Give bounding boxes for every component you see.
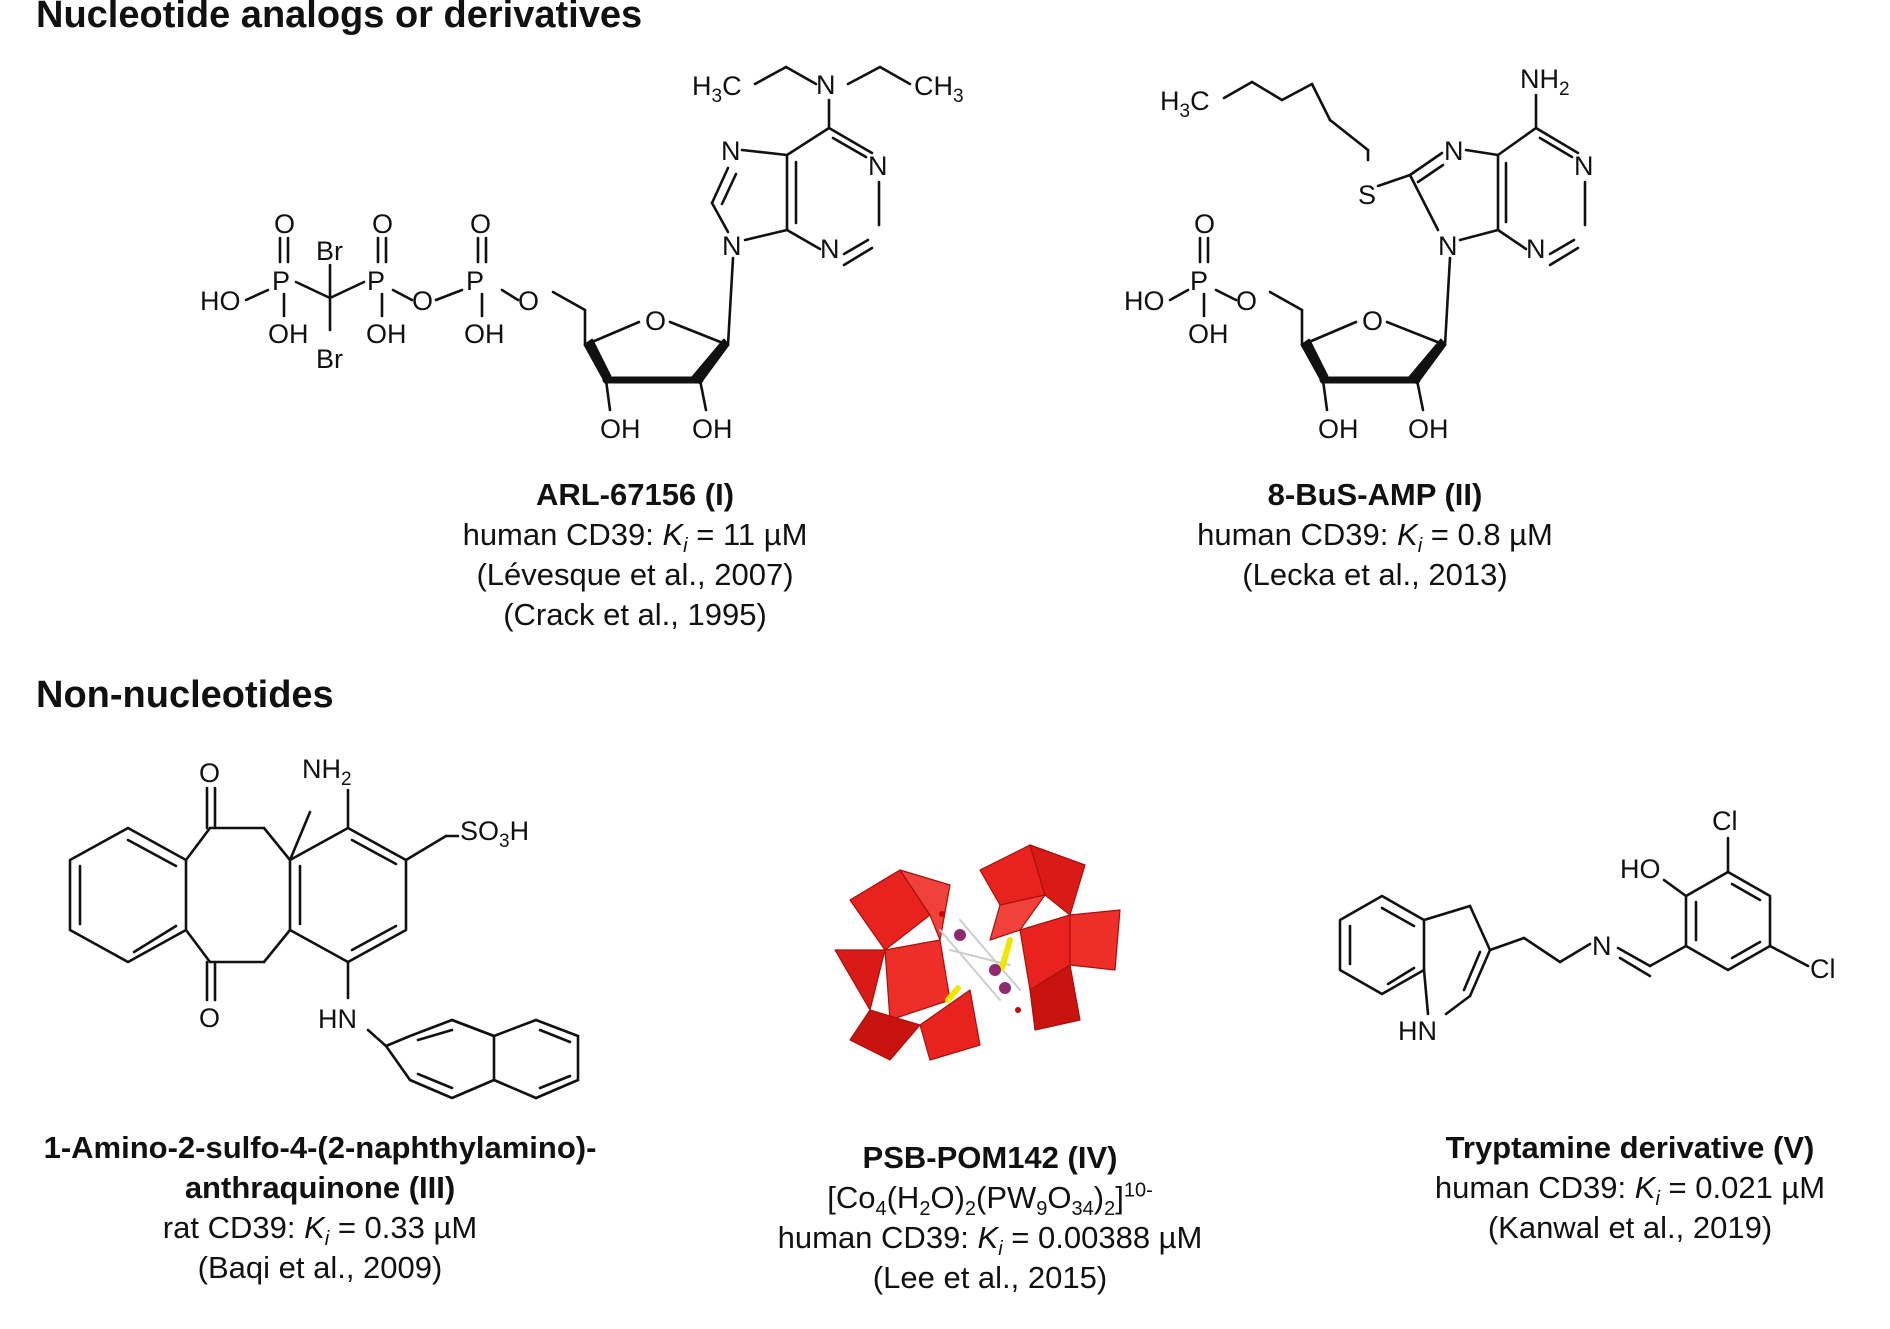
svg-text:N: N xyxy=(1574,151,1594,181)
svg-text:OH: OH xyxy=(1318,414,1359,444)
tryptamine-ki: human CD39: Ki = 0.021 µM xyxy=(1434,1170,1826,1211)
svg-text:HO: HO xyxy=(1620,854,1661,884)
svg-text:OH: OH xyxy=(600,414,641,444)
svg-text:OH: OH xyxy=(268,319,309,349)
svg-text:OH: OH xyxy=(464,319,505,349)
svg-text:H3C: H3C xyxy=(1160,86,1210,122)
anthraquinone-caption: 1-Amino-2-sulfo-4-(2-naphthylamino)- ant… xyxy=(0,1128,640,1288)
8-bus-amp-ref: (Lecka et al., 2013) xyxy=(1242,557,1508,592)
svg-text:P: P xyxy=(367,266,385,296)
svg-text:O: O xyxy=(412,286,433,316)
svg-text:N: N xyxy=(721,136,741,166)
svg-text:SO3H: SO3H xyxy=(460,816,529,852)
svg-text:N: N xyxy=(1438,231,1458,261)
tryptamine-caption: Tryptamine derivative (V) human CD39: Ki… xyxy=(1380,1128,1880,1248)
svg-text:N: N xyxy=(816,70,836,100)
8-bus-amp-ki: human CD39: Ki = 0.8 µM xyxy=(1197,517,1553,558)
pom-name: PSB-POM142 (IV) xyxy=(862,1140,1118,1175)
svg-text:Cl: Cl xyxy=(1712,806,1738,836)
8-bus-amp-name: 8-BuS-AMP (II) xyxy=(1267,477,1483,512)
anthraquinone-ki: rat CD39: Ki = 0.33 µM xyxy=(162,1210,478,1251)
svg-text:O: O xyxy=(1194,209,1215,239)
pom-ref: (Lee et al., 2015) xyxy=(872,1260,1108,1295)
arl-67156-name: ARL-67156 (I) xyxy=(535,477,735,512)
svg-text:CH3: CH3 xyxy=(914,71,964,107)
svg-text:HO: HO xyxy=(200,286,241,316)
svg-text:NH2: NH2 xyxy=(302,754,352,790)
pom-ki: human CD39: Ki = 0.00388 µM xyxy=(777,1220,1203,1261)
arl-67156-ki: human CD39: Ki = 11 µM xyxy=(462,517,808,558)
svg-text:HO: HO xyxy=(1124,286,1165,316)
svg-text:OH: OH xyxy=(692,414,733,444)
svg-text:O: O xyxy=(199,758,220,788)
svg-text:O: O xyxy=(372,209,393,239)
svg-text:OH: OH xyxy=(1188,319,1229,349)
svg-text:P: P xyxy=(466,266,484,296)
svg-text:O: O xyxy=(199,1003,220,1033)
svg-text:H3C: H3C xyxy=(692,71,742,107)
svg-text:O: O xyxy=(518,286,539,316)
pom-polyhedra-model xyxy=(834,844,1121,1061)
svg-text:O: O xyxy=(1362,306,1383,336)
svg-text:N: N xyxy=(868,151,888,181)
svg-text:HN: HN xyxy=(318,1004,357,1034)
svg-text:N: N xyxy=(1526,234,1546,264)
arl-67156-structure: H3C N CH3 N N N N O OH OH O P O OH O P O… xyxy=(200,65,964,444)
svg-text:OH: OH xyxy=(366,319,407,349)
svg-text:NH2: NH2 xyxy=(1520,64,1570,100)
anthraquinone-structure: O O NH2 SO3H HN xyxy=(68,754,580,1100)
svg-text:Cl: Cl xyxy=(1810,954,1836,984)
svg-text:O: O xyxy=(274,209,295,239)
svg-text:N: N xyxy=(1592,931,1612,961)
section-title-non-nucleotides: Non-nucleotides xyxy=(36,674,334,716)
pom-formula: [Co4(H2O)2(PW9O34)2]10- xyxy=(827,1179,1153,1221)
anthraquinone-name-line-2: anthraquinone (III) xyxy=(184,1170,456,1205)
tryptamine-name: Tryptamine derivative (V) xyxy=(1445,1130,1815,1165)
section-title-nucleotides: Nucleotide analogs or derivatives xyxy=(36,0,643,36)
svg-text:N: N xyxy=(1444,136,1464,166)
anthraquinone-ref: (Baqi et al., 2009) xyxy=(197,1250,443,1285)
tryptamine-ref: (Kanwal et al., 2019) xyxy=(1487,1210,1773,1245)
tryptamine-structure: HN N HO Cl Cl xyxy=(1338,806,1836,1046)
svg-text:O: O xyxy=(645,306,666,336)
svg-text:O: O xyxy=(1236,286,1257,316)
svg-text:HN: HN xyxy=(1398,1016,1437,1046)
anthraquinone-name-line-1: 1-Amino-2-sulfo-4-(2-naphthylamino)- xyxy=(43,1130,597,1165)
svg-text:S: S xyxy=(1358,180,1376,210)
svg-text:Br: Br xyxy=(316,344,343,374)
arl-67156-ref-2: (Crack et al., 1995) xyxy=(503,597,767,632)
svg-text:OH: OH xyxy=(1408,414,1449,444)
svg-text:Br: Br xyxy=(316,236,343,266)
arl-67156-caption: ARL-67156 (I) human CD39: Ki = 11 µM (Lé… xyxy=(400,475,870,635)
svg-text:N: N xyxy=(820,234,840,264)
svg-text:N: N xyxy=(722,231,742,261)
8-bus-amp-caption: 8-BuS-AMP (II) human CD39: Ki = 0.8 µM (… xyxy=(1140,475,1610,595)
8-bus-amp-structure: H3C S N N NH2 N N O OH OH O P O OH HO xyxy=(1124,64,1594,444)
svg-text:P: P xyxy=(1190,266,1208,296)
svg-text:O: O xyxy=(470,209,491,239)
arl-67156-ref-1: (Lévesque et al., 2007) xyxy=(476,557,794,592)
pom-caption: PSB-POM142 (IV) [Co4(H2O)2(PW9O34)2]10- … xyxy=(720,1138,1260,1298)
svg-text:P: P xyxy=(272,266,290,296)
